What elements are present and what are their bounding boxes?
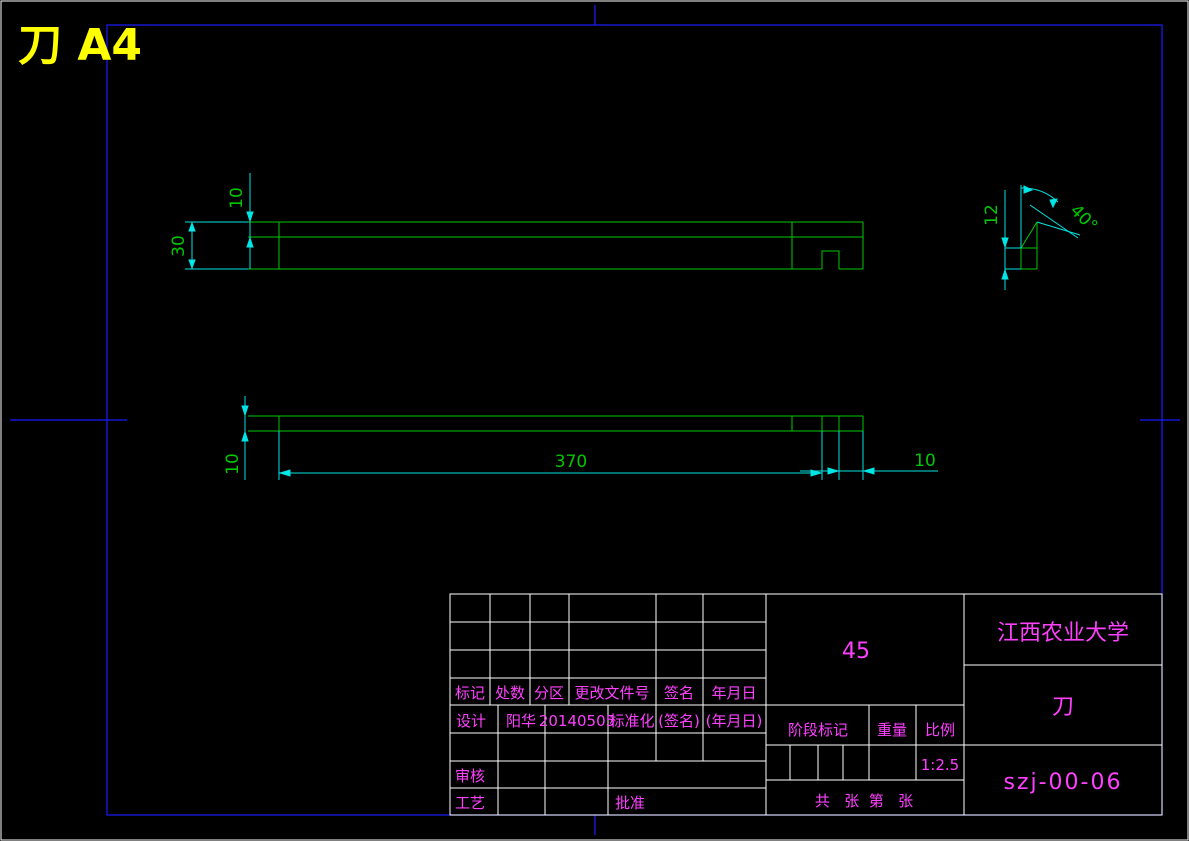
standardization-signature: (签名) (658, 712, 700, 730)
header-signature: 签名 (664, 684, 694, 702)
front-view: 10 30 (169, 173, 864, 270)
designer-name: 阳华 (506, 712, 536, 730)
top-dim-right: 10 (914, 451, 936, 471)
drawing-number: szj-00-06 (1004, 770, 1123, 795)
scale-value: 1:2.5 (921, 756, 959, 774)
centering-marks (10, 5, 1180, 835)
material: 45 (842, 639, 870, 664)
standardization-label: 标准化 (609, 712, 654, 730)
top-dim-length: 370 (555, 452, 587, 472)
header-change-doc: 更改文件号 (574, 684, 649, 702)
header-mark: 标记 (455, 684, 485, 702)
design-date: 20140505 (539, 712, 615, 730)
design-label: 设计 (456, 712, 486, 730)
front-dim-height: 30 (169, 235, 189, 257)
front-view-outline (248, 221, 864, 270)
side-view-dims (1001, 185, 1081, 290)
top-view-outline (248, 415, 864, 432)
sheet-count: 共 张 第 张 (815, 792, 913, 810)
sheet-label: 刀 A4 (18, 20, 142, 71)
weight-label: 重量 (877, 721, 907, 739)
title-block: 标记 处数 分区 更改文件号 签名 年月日 设计 阳华 20140505 标准化… (449, 593, 1163, 816)
school-name: 江西农业大学 (997, 621, 1129, 646)
title-block-grid (449, 593, 1163, 816)
side-dim-angle: 40° (1066, 201, 1101, 236)
review-label: 审核 (455, 767, 485, 785)
front-dim-top: 10 (227, 187, 247, 209)
front-view-dims (185, 173, 254, 270)
header-zone: 分区 (534, 684, 564, 702)
header-count: 处数 (495, 684, 525, 702)
side-dim-height: 12 (982, 204, 1002, 226)
process-label: 工艺 (455, 794, 485, 812)
approve-label: 批准 (615, 794, 645, 812)
standardization-date: (年月日) (706, 712, 763, 730)
stage-mark-label: 阶段标记 (788, 721, 848, 739)
scale-label: 比例 (925, 721, 955, 739)
side-view: 12 40° (982, 185, 1101, 290)
top-view: 10 370 10 (223, 396, 938, 480)
header-date: 年月日 (711, 684, 756, 702)
top-view-dims (241, 396, 938, 480)
top-dim-left: 10 (223, 453, 243, 475)
part-name: 刀 (1052, 695, 1074, 720)
